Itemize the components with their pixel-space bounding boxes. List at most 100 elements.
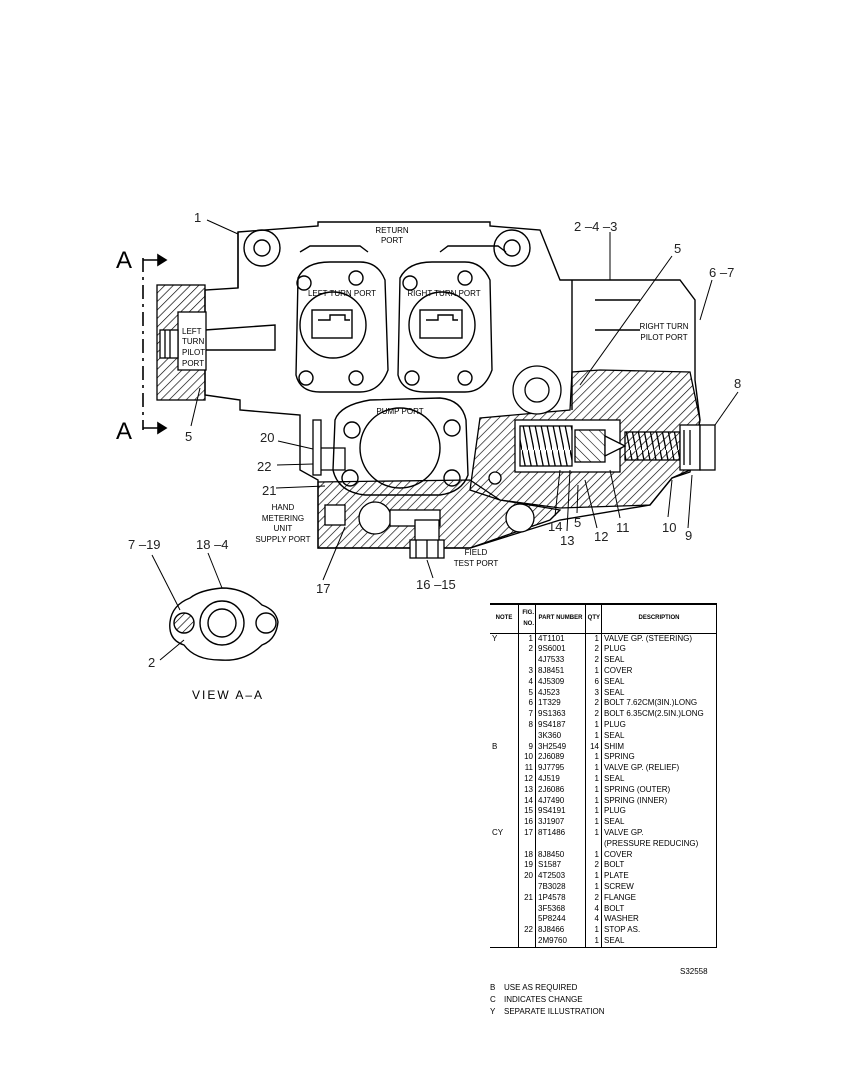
callout-10: 10 xyxy=(662,520,676,535)
cell-note xyxy=(490,935,519,948)
field-test-port-label-2: TEST PORT xyxy=(454,559,499,568)
cell-qty: 1 xyxy=(585,752,602,764)
cell-fig: 10 xyxy=(518,752,536,764)
cell-description: SEAL xyxy=(601,676,717,688)
cell-note xyxy=(490,709,519,720)
cell-note xyxy=(490,688,519,699)
cell-part-number: 4J7533 xyxy=(535,655,586,666)
hand-metering-label-4: SUPPLY PORT xyxy=(255,535,310,544)
cell-description: WASHER xyxy=(601,914,717,926)
cell-fig xyxy=(518,655,536,666)
section-a-bottom: A xyxy=(116,418,132,445)
callout-9: 9 xyxy=(685,528,692,543)
cell-note xyxy=(490,882,519,893)
callout-8: 8 xyxy=(734,376,741,391)
callout-13: 13 xyxy=(560,533,574,548)
cell-qty: 2 xyxy=(585,698,602,710)
cell-fig: 19 xyxy=(518,860,536,872)
cell-part-number: 3J1907 xyxy=(535,817,586,828)
cell-note xyxy=(490,904,519,915)
cell-note xyxy=(490,893,519,904)
cell-qty: 1 xyxy=(585,795,602,807)
cell-fig: 20 xyxy=(518,871,536,882)
cell-part-number: 4J7490 xyxy=(535,795,586,807)
cell-part-number: 4T2503 xyxy=(535,871,586,882)
cell-description: VALVE GP. xyxy=(601,827,717,839)
cell-fig: 7 xyxy=(518,709,536,720)
cell-description: BOLT 7.62CM(3IN.)LONG xyxy=(601,698,717,710)
cell-qty: 1 xyxy=(585,849,602,861)
callout-20: 20 xyxy=(260,430,274,445)
cell-note xyxy=(490,774,519,785)
cell-description: COVER xyxy=(601,665,717,677)
callout-5-left: 5 xyxy=(185,429,192,444)
cell-part-number: 4T1101 xyxy=(535,633,586,645)
cell-qty: 1 xyxy=(585,784,602,796)
cell-qty: 2 xyxy=(585,892,602,904)
field-test-port-label-1: FIELD xyxy=(465,548,488,557)
cell-part-number: 3K360 xyxy=(535,730,586,742)
cell-description: VALVE GP. (STEERING) xyxy=(601,633,717,645)
cell-description: PLUG xyxy=(601,644,717,656)
cell-fig: 12 xyxy=(518,773,536,785)
header-note: NOTE xyxy=(490,602,519,634)
cell-fig: 14 xyxy=(518,795,536,807)
cell-fig: 5 xyxy=(518,687,536,699)
legend-key: C xyxy=(490,995,496,1004)
cell-qty: 2 xyxy=(585,655,602,666)
callout-21: 21 xyxy=(262,483,276,498)
cell-description: VALVE GP. (RELIEF) xyxy=(601,763,717,774)
cell-qty: 1 xyxy=(585,817,602,828)
left-turn-port-label: LEFT TURN PORT xyxy=(308,289,376,298)
cell-description: STOP AS. xyxy=(601,925,717,936)
pump-port-label: PUMP PORT xyxy=(376,407,423,416)
cell-part-number: 3F5368 xyxy=(535,903,586,915)
cell-qty: 1 xyxy=(585,827,602,839)
left-pilot-port-label-4: PORT xyxy=(182,359,204,368)
cell-description: BOLT 6.35CM(2.5IN.)LONG xyxy=(601,709,717,720)
header-description: DESCRIPTION xyxy=(601,602,717,634)
cell-part-number: 8J8466 xyxy=(535,925,586,936)
cell-description: PLUG xyxy=(601,806,717,818)
cell-part-number xyxy=(535,838,586,850)
cell-part-number: 3H2549 xyxy=(535,741,586,753)
section-a-top: A xyxy=(116,247,132,274)
cell-fig: 8 xyxy=(518,719,536,731)
cell-qty: 2 xyxy=(585,860,602,872)
cell-fig xyxy=(518,914,536,926)
callout-1: 1 xyxy=(194,210,201,225)
cell-part-number: 4J523 xyxy=(535,687,586,699)
cell-fig xyxy=(518,881,536,893)
right-pilot-port-label-1: RIGHT TURN xyxy=(639,322,688,331)
cell-qty: 14 xyxy=(585,741,602,753)
cell-qty: 2 xyxy=(585,644,602,656)
callout-7-19: 7 –19 xyxy=(128,537,161,552)
cell-part-number: 7B3028 xyxy=(535,881,586,893)
cell-fig: 9 xyxy=(518,741,536,753)
cell-fig: 2 xyxy=(518,644,536,656)
cell-description: SCREW xyxy=(601,881,717,893)
legend-text: SEPARATE ILLUSTRATION xyxy=(504,1007,605,1016)
cell-qty: 1 xyxy=(585,871,602,882)
cell-fig: 11 xyxy=(518,763,536,774)
cell-part-number: 9J7795 xyxy=(535,763,586,774)
callout-16-15: 16 –15 xyxy=(416,577,456,592)
cell-part-number: 4J5309 xyxy=(535,676,586,688)
cell-fig: 4 xyxy=(518,676,536,688)
cell-qty: 1 xyxy=(585,773,602,785)
header-fig: FIG. NO. xyxy=(518,602,536,634)
